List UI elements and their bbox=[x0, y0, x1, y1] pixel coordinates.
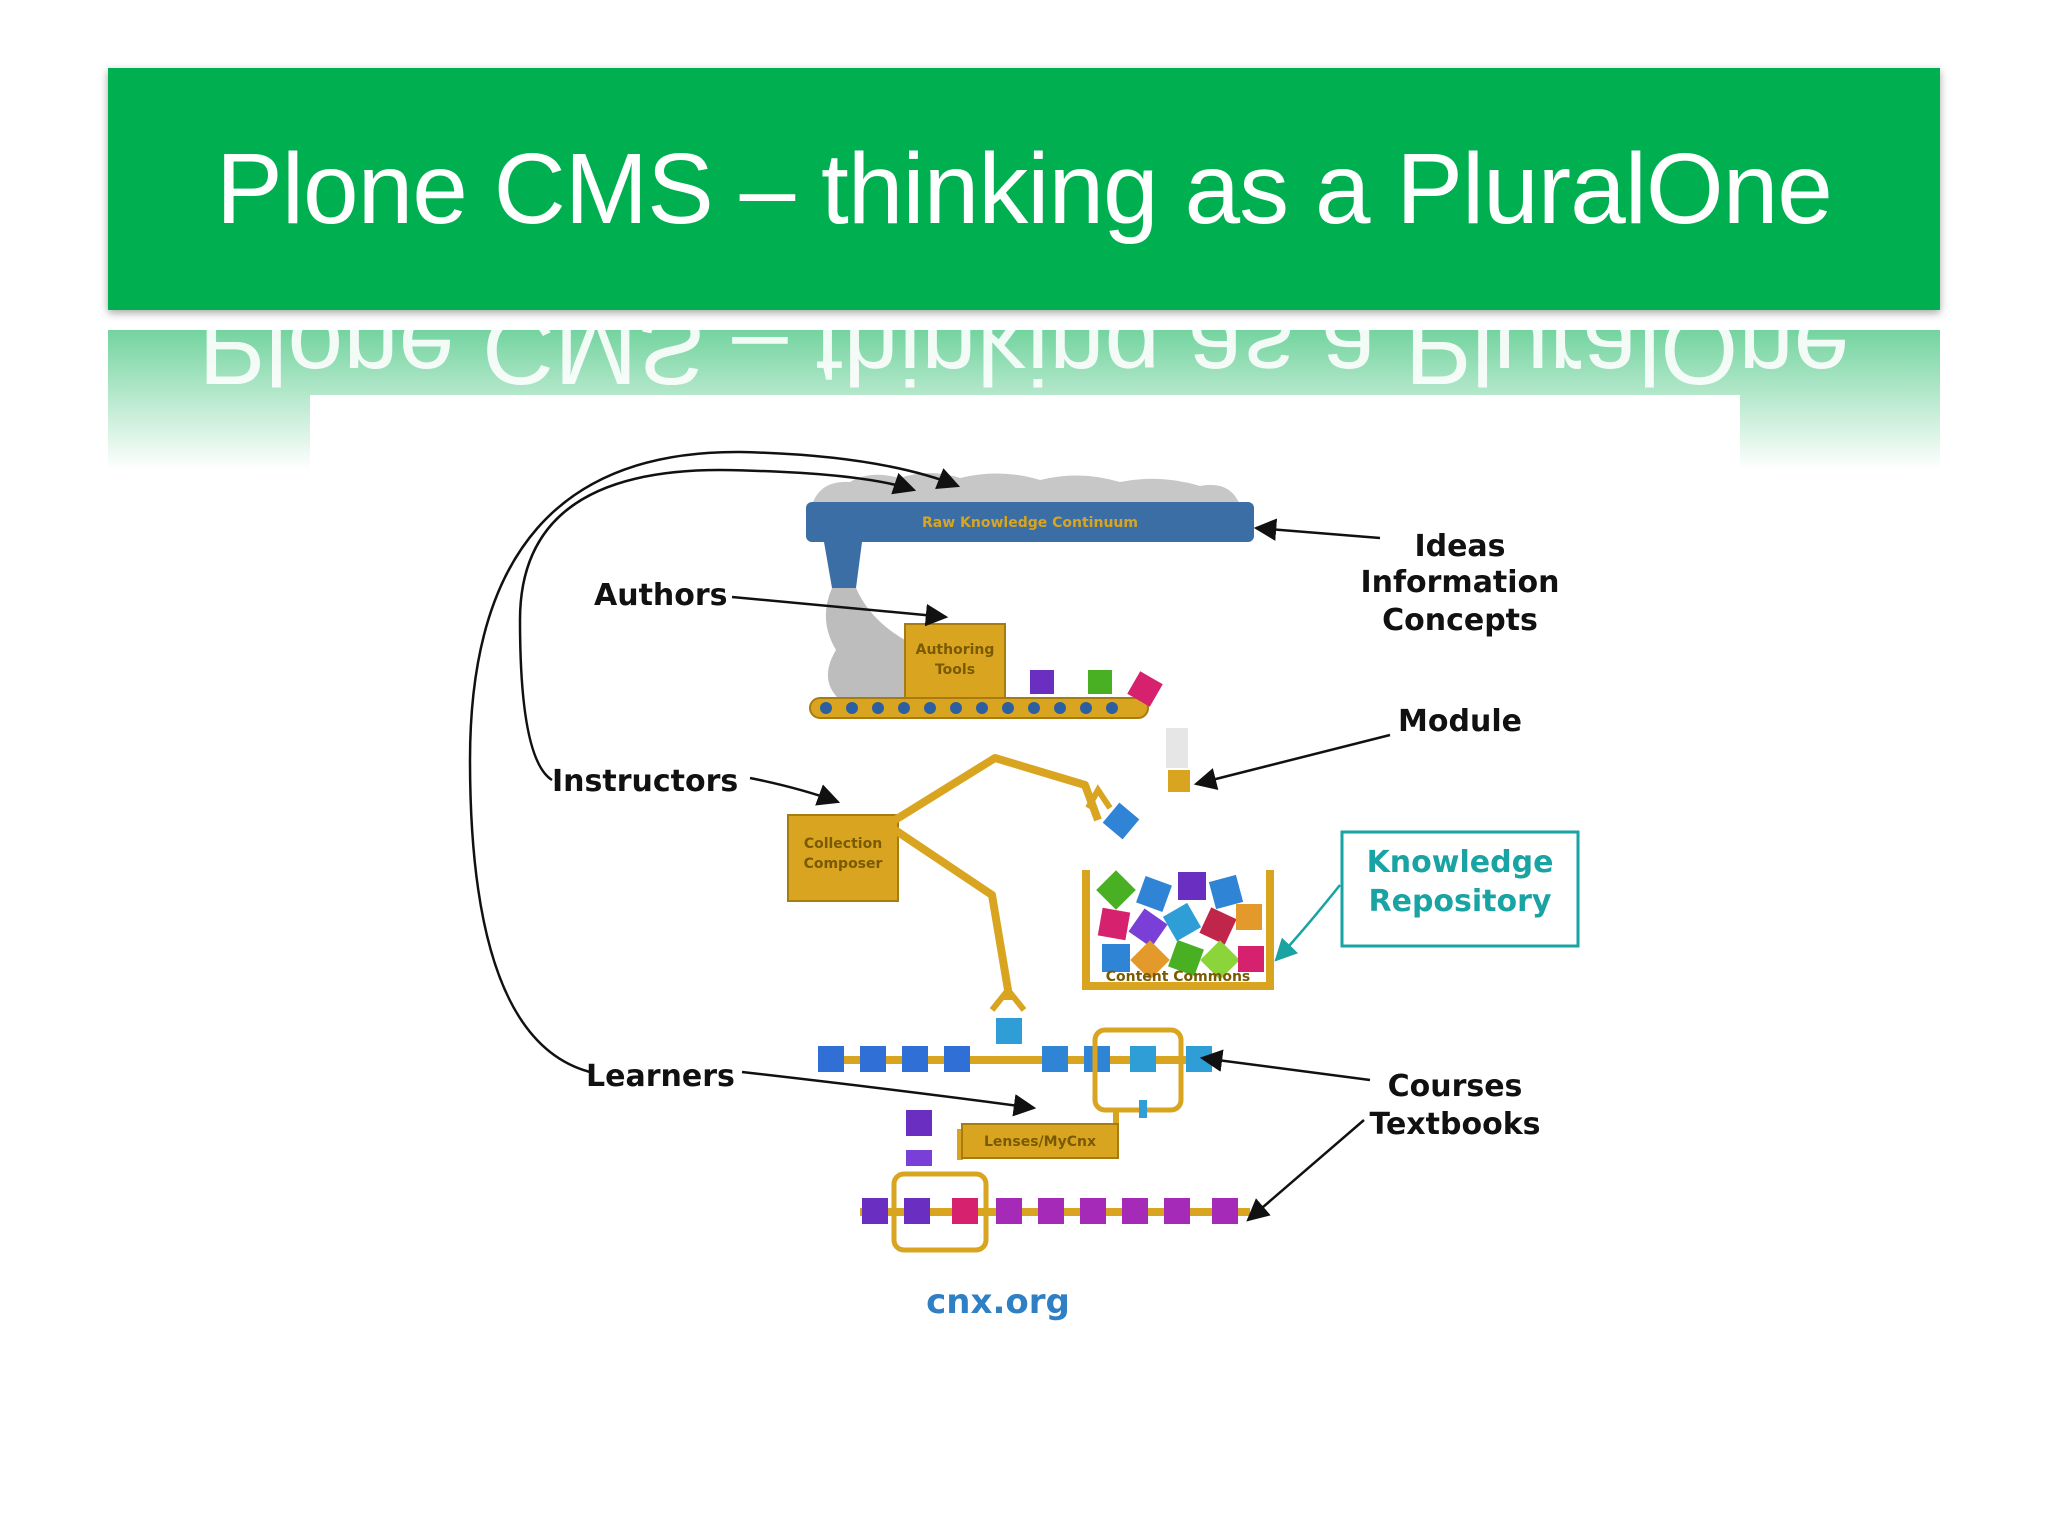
flow-arrows bbox=[468, 450, 1391, 1222]
slide-title: Plone CMS – thinking as a PluralOne bbox=[216, 133, 1833, 245]
instructors-label: Instructors bbox=[552, 764, 738, 799]
instructors-arrow bbox=[749, 776, 841, 806]
lowered-module bbox=[996, 1018, 1022, 1044]
raw-knowledge-label: Raw Knowledge Continuum bbox=[922, 515, 1138, 531]
knowledge-label: Knowledge bbox=[1367, 845, 1554, 880]
ideas-arrow bbox=[1253, 518, 1381, 541]
ideas-label: Ideas bbox=[1414, 529, 1505, 564]
upper-claw bbox=[1085, 784, 1113, 810]
title-bar: Plone CMS – thinking as a PluralOne bbox=[108, 68, 1940, 310]
lower-claw bbox=[989, 985, 1027, 1012]
authoring-tools-box bbox=[904, 623, 1006, 701]
learners-arrow bbox=[741, 1070, 1037, 1117]
authoring-label-1: Authoring bbox=[916, 642, 995, 658]
information-label: Information bbox=[1360, 565, 1559, 600]
raw-knowledge-pipe bbox=[806, 502, 1254, 542]
authors-label: Authors bbox=[594, 578, 728, 613]
repository-modules bbox=[1096, 870, 1264, 980]
textbook-selector-frame bbox=[891, 1171, 989, 1253]
module-block bbox=[1030, 670, 1054, 694]
concepts-label: Concepts bbox=[1382, 603, 1538, 638]
knowledge-repository-box bbox=[1340, 830, 1580, 948]
repository-label: Repository bbox=[1369, 884, 1552, 919]
learners-loop-arrow bbox=[468, 450, 961, 1074]
module-arrow bbox=[1193, 733, 1391, 790]
module-label: Module bbox=[1398, 704, 1522, 739]
lower-robot-arm bbox=[892, 826, 1012, 1000]
lenses-mycnx-box bbox=[961, 1123, 1119, 1159]
module-block bbox=[1088, 670, 1112, 694]
credit-label: cnx.org bbox=[926, 1282, 1070, 1322]
conveyor-rollers bbox=[820, 702, 1118, 714]
learners-label: Learners bbox=[586, 1059, 735, 1094]
smoke-stream bbox=[825, 588, 905, 700]
authors-arrow bbox=[731, 595, 949, 627]
courses-arrow bbox=[1199, 1049, 1371, 1082]
knowledge-cloud bbox=[812, 473, 1240, 505]
textbooks-label: Textbooks bbox=[1369, 1107, 1540, 1142]
falling-trail bbox=[1166, 728, 1188, 768]
instructors-loop-arrow bbox=[518, 468, 917, 782]
authoring-label-2: Tools bbox=[935, 662, 975, 678]
collection-label-2: Composer bbox=[804, 856, 883, 872]
content-commons-bin bbox=[1082, 870, 1274, 990]
courses-label: Courses bbox=[1388, 1069, 1523, 1104]
textbook-modules bbox=[862, 1198, 1238, 1224]
textbook-stack-module bbox=[906, 1110, 932, 1136]
pipe-nozzle bbox=[824, 542, 862, 588]
collection-composer-box bbox=[787, 814, 899, 902]
collection-label-1: Collection bbox=[804, 836, 882, 852]
grabbed-module bbox=[1102, 802, 1140, 840]
repository-arrow bbox=[1274, 884, 1341, 962]
textbook-stack-module bbox=[906, 1150, 932, 1166]
lenses-label: Lenses/MyCnx bbox=[984, 1134, 1096, 1150]
module-block bbox=[1127, 671, 1163, 707]
content-commons-label: Content Commons bbox=[1106, 969, 1251, 985]
falling-module bbox=[1168, 770, 1190, 792]
textbooks-arrow bbox=[1246, 1119, 1365, 1222]
course-selector-frame bbox=[1092, 1027, 1184, 1113]
